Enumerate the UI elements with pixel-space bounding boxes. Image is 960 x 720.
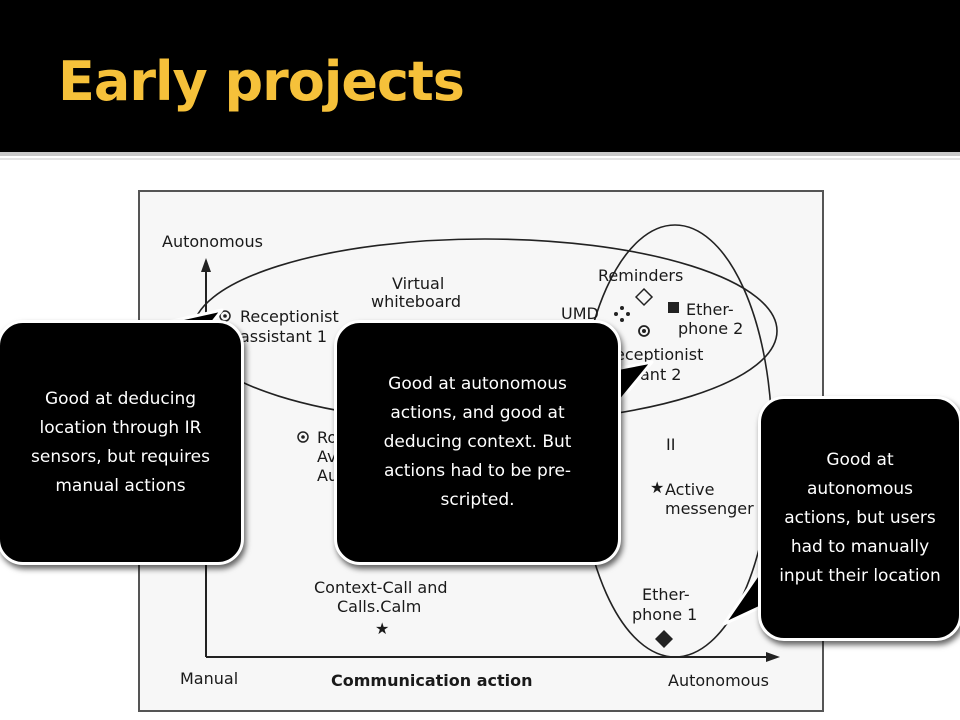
- quadrant-label: II: [666, 435, 675, 454]
- x-axis-title: Communication action: [331, 671, 533, 690]
- etherphone1-label-line1: Ether-: [642, 585, 690, 604]
- slide-title: Early projects: [58, 50, 465, 113]
- etherphone1-label-line2: phone 1: [632, 605, 697, 624]
- context-call-marker: ★: [375, 619, 389, 638]
- y-axis-arrow: [201, 258, 211, 272]
- receptionist1-label-line1: Receptionist: [240, 307, 339, 326]
- roam-label-line2: Av: [317, 447, 336, 466]
- receptionist2-marker: [638, 325, 650, 337]
- etherphone1-marker: [655, 630, 673, 648]
- y-axis-label: Autonomous: [162, 232, 263, 251]
- umd-label: UMD: [561, 304, 599, 323]
- active-messenger-label-line2: messenger: [665, 499, 754, 518]
- callout-left: Good at deducing location through IR sen…: [0, 320, 244, 565]
- receptionist1-label-line2: assistant 1: [240, 327, 327, 346]
- title-bar: [0, 0, 960, 152]
- etherphone2-label-line1: Ether-: [686, 300, 734, 319]
- context-call-label-line2: Calls.Calm: [337, 597, 421, 616]
- callout-middle: Good at autonomous actions, and good at …: [334, 320, 621, 565]
- x-axis-left-label: Manual: [180, 669, 238, 688]
- x-axis-right-label: Autonomous: [668, 671, 769, 690]
- reminders-marker: [634, 287, 654, 307]
- roam-marker: [297, 431, 309, 443]
- etherphone2-marker: [668, 302, 679, 313]
- receptionist2-label-line2: ant 2: [640, 365, 681, 384]
- virtual-whiteboard-label-line2: whiteboard: [371, 292, 461, 311]
- title-divider-light: [0, 158, 960, 160]
- umd-marker: [614, 306, 630, 322]
- roam-label-line3: Au: [317, 466, 338, 485]
- reminders-label: Reminders: [598, 266, 683, 285]
- active-messenger-label-line1: Active: [665, 480, 715, 499]
- context-call-label-line1: Context-Call and: [314, 578, 448, 597]
- receptionist2-label-line1: eceptionist: [615, 345, 703, 364]
- title-divider: [0, 152, 960, 156]
- etherphone2-label-line2: phone 2: [678, 319, 743, 338]
- virtual-whiteboard-label-line1: Virtual: [392, 274, 444, 293]
- x-axis-arrow: [766, 652, 780, 662]
- active-messenger-marker: ★: [650, 478, 664, 497]
- roam-label-line1: Ro: [317, 428, 337, 447]
- callout-right: Good at autonomous actions, but users ha…: [758, 396, 960, 641]
